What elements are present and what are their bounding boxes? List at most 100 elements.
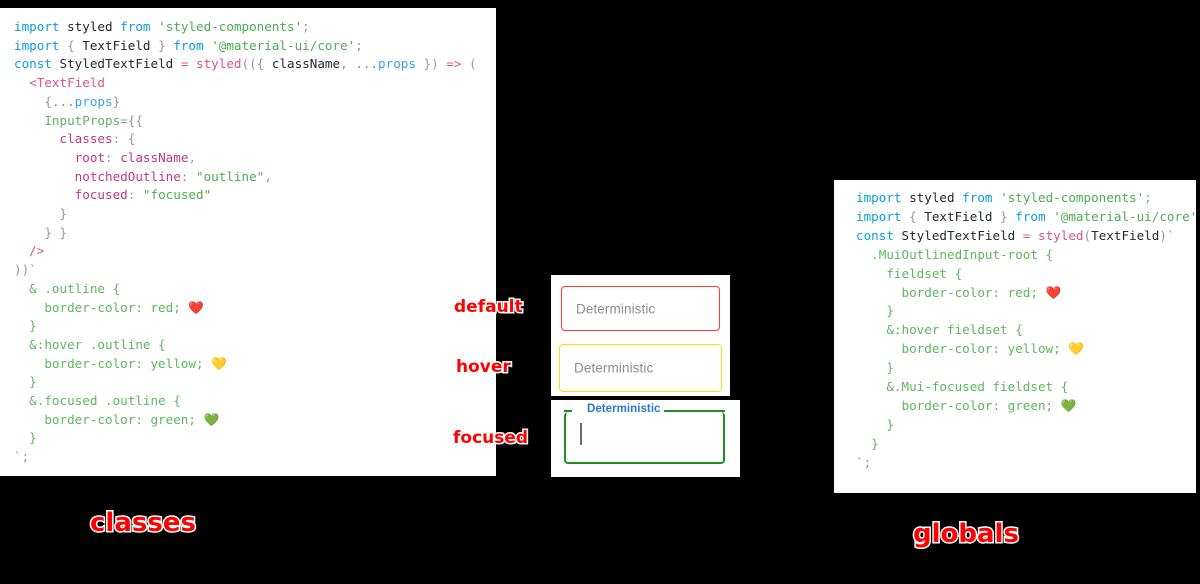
code-token-prop: root	[74, 149, 106, 165]
code-token-fn: =	[1022, 227, 1031, 243]
code-line: const StyledTextField = styled(TextField…	[856, 227, 1196, 246]
code-line: &.focused .outline {	[14, 392, 496, 411]
code-token-plain: StyledTextField	[51, 56, 181, 72]
code-token-plain	[14, 75, 29, 90]
textfield-default[interactable]: Deterministic	[561, 286, 720, 331]
code-token-punc: ,	[340, 56, 356, 72]
code-token-css: fieldset {	[856, 265, 963, 281]
code-token-punc: }	[992, 208, 1016, 224]
code-line: {...props}	[14, 93, 496, 112]
notch-segment-left	[563, 409, 572, 412]
code-token-punc: }	[112, 93, 121, 109]
code-token-tick: `;	[14, 449, 30, 465]
code-token-kw: const	[14, 56, 52, 72]
code-token-punc: })	[415, 56, 447, 72]
code-token-punc: (	[461, 56, 477, 72]
code-line: }	[856, 359, 1196, 378]
code-token-punc: ,	[264, 168, 272, 184]
demo-panel-default-hover: Deterministic Deterministic	[551, 275, 730, 396]
code-line: }	[856, 416, 1196, 435]
textfield-hover-label: Deterministic	[574, 360, 654, 376]
code-line: }	[14, 373, 496, 392]
code-line: border-color: red; ❤️	[856, 284, 1196, 303]
code-line: }	[14, 317, 496, 336]
code-line: import styled from 'styled-components';	[14, 18, 496, 37]
code-token-plain	[14, 243, 29, 258]
code-token-css: border-color: red;	[856, 284, 1046, 300]
code-token-plain	[14, 150, 75, 165]
code-token-var: ...props	[51, 93, 113, 109]
demo-panel-focused: Deterministic	[551, 400, 740, 477]
code-token-kw: from	[120, 19, 151, 34]
code-line: const StyledTextField = styled(({ classN…	[14, 55, 496, 74]
code-line: }	[856, 435, 1196, 454]
code-token-plain: styled	[59, 19, 121, 34]
code-token-punc: ;	[1144, 190, 1152, 205]
code-token-plain	[188, 56, 196, 71]
code-line: focused: "focused"	[14, 186, 496, 205]
code-line: <TextField	[14, 74, 496, 93]
code-token-punc: ,	[188, 149, 197, 165]
code-token-prop: className	[120, 149, 189, 165]
code-token-tick: `;	[856, 454, 872, 470]
code-line: border-color: yellow; 💛	[856, 340, 1196, 359]
textfield-hover[interactable]: Deterministic	[559, 344, 722, 392]
code-line: border-color: yellow; 💛	[14, 355, 496, 374]
code-token-punc: :	[180, 168, 196, 184]
code-line: import styled from 'styled-components';	[856, 189, 1196, 208]
code-line: & .outline {	[14, 280, 496, 299]
code-token-css: }	[856, 360, 894, 376]
textfield-focused[interactable]: Deterministic	[563, 403, 726, 464]
code-token-punc: : {	[112, 131, 136, 147]
code-line: InputProps={{	[14, 112, 496, 131]
code-token-css: }	[856, 303, 894, 319]
code-line: border-color: green; 💚	[856, 397, 1196, 416]
annotation-classes-title: classes	[89, 507, 198, 540]
code-line: }	[14, 429, 496, 448]
code-token-str: '@material-ui/core'	[211, 37, 356, 53]
code-panel-classes: import styled from 'styled-components';i…	[0, 8, 496, 476]
code-token-css: border-color: yellow;	[856, 341, 1069, 357]
code-token-plain	[993, 190, 1001, 205]
code-token-kw: import	[856, 190, 902, 205]
code-token-plain	[14, 169, 75, 184]
code-token-plain	[1030, 228, 1038, 243]
code-token-css: .MuiOutlinedInput-root {	[856, 246, 1054, 262]
code-token-css: }	[14, 374, 37, 390]
code-line: &.Mui-focused fieldset {	[856, 378, 1196, 397]
code-line: }	[14, 205, 496, 224]
code-token-css: &:hover fieldset {	[856, 322, 1023, 338]
code-token-plain: TextField	[1091, 227, 1160, 243]
code-token-fn: styled	[1038, 227, 1084, 243]
code-token-str: "focused"	[142, 187, 212, 203]
code-panel-globals: import styled from 'styled-components';i…	[834, 180, 1196, 493]
heart-emoji-icon: 💚	[203, 411, 220, 427]
code-line: notchedOutline: "outline",	[14, 168, 496, 187]
code-line: `;	[14, 448, 496, 467]
code-token-punc: } }	[44, 224, 68, 240]
code-line: } }	[14, 224, 496, 243]
code-line: fieldset {	[856, 265, 1196, 284]
code-line: }	[856, 302, 1196, 321]
code-token-punc: :	[105, 149, 121, 165]
code-token-css: &:hover .outline {	[14, 336, 166, 352]
code-token-plain: TextField	[82, 37, 151, 53]
text-caret	[580, 423, 582, 445]
code-token-css: border-color: yellow;	[14, 355, 212, 371]
code-line: border-color: red; ❤️	[14, 299, 496, 318]
code-token-css: }	[14, 318, 37, 334]
code-token-css: &.focused .outline {	[14, 393, 181, 409]
annotation-globals-title: globals	[912, 518, 1021, 551]
code-token-kw: const	[856, 227, 894, 243]
code-token-str: 'styled-components'	[158, 19, 303, 34]
annotation-default: default	[453, 296, 525, 319]
code-token-plain	[151, 19, 159, 34]
code-token-punc: ))	[14, 262, 30, 278]
textfield-default-label: Deterministic	[576, 301, 656, 316]
code-token-plain: TextField	[924, 208, 993, 224]
code-token-kw: from	[1015, 208, 1046, 224]
code-token-prop: notchedOutline	[74, 168, 181, 184]
code-block-globals: import styled from 'styled-components';i…	[834, 180, 1196, 473]
code-token-plain	[14, 113, 44, 128]
code-token-punc: {	[901, 208, 925, 224]
